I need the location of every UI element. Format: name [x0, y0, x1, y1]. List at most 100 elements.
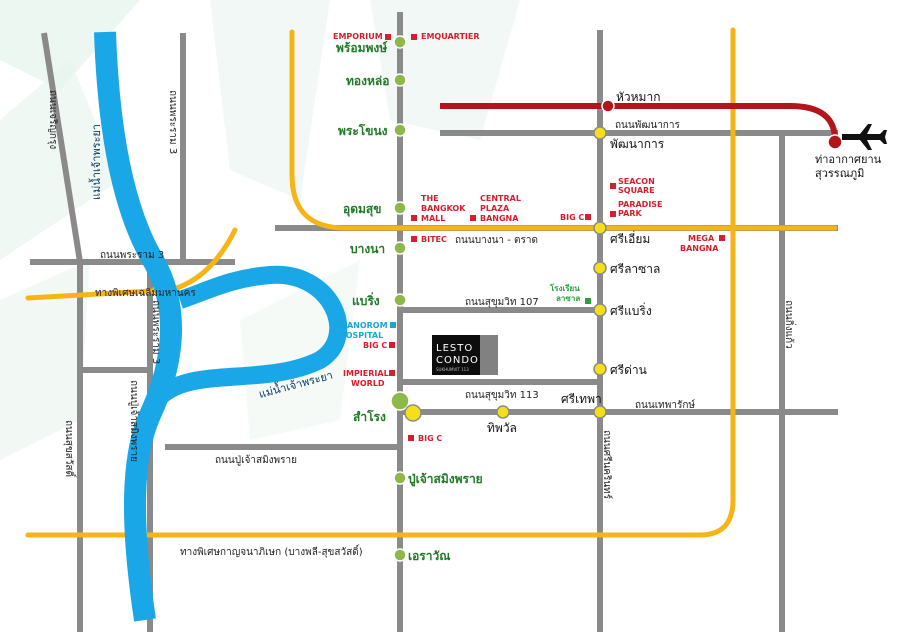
station-si-thepha: ศรีเทพา — [561, 392, 602, 406]
station-dot-si-bearing — [593, 303, 607, 317]
road-label-theparak: ถนนเทพารักษ์ — [635, 399, 695, 411]
station-dot-airport — [827, 134, 843, 150]
station-dot-samrong — [390, 391, 410, 411]
poi-marker-bitec — [411, 236, 417, 242]
poi-paradise-2: PARK — [618, 209, 642, 218]
poi-bigc-2: BIG C — [363, 341, 387, 350]
station-samrong: สำโรง — [353, 409, 386, 424]
airport: ท่าอากาศยาน สุวรรณภูมิ — [815, 124, 887, 180]
airplane-icon — [842, 124, 887, 150]
poi-marker-bigc-3 — [408, 435, 414, 441]
poi-central-2: PLAZA — [480, 204, 510, 213]
station-thipphawan: ทิพวัล — [487, 421, 517, 435]
station-dot-phatthanakan — [593, 126, 607, 140]
station-bearing: แบริ่ง — [352, 292, 380, 308]
station-dot-bang-na — [393, 241, 407, 255]
airport-link-line — [440, 103, 838, 141]
poi-emporium: EMPORIUM — [333, 32, 383, 41]
station-dot-si-thepha — [593, 405, 607, 419]
station-dot-si-la-salle — [593, 261, 607, 275]
road-label-sukhumvit107: ถนนสุขุมวิท 107 — [465, 297, 539, 308]
logo-line2: CONDO — [436, 355, 479, 366]
poi-emquartier: EMQUARTIER — [421, 32, 480, 41]
orange-kanchanaphisek — [25, 27, 736, 538]
poi-imperial-2: WORLD — [351, 379, 385, 388]
road-label-sukhumvit113: ถนนสุขุมวิท 113 — [465, 390, 539, 401]
yellow-stations — [404, 99, 843, 422]
poi-bigc-3: BIG C — [418, 434, 442, 443]
station-dot-erawan — [393, 548, 407, 562]
logo-line1: LESTO — [436, 343, 473, 354]
station-dot-bearing — [393, 293, 407, 307]
poi-marker-bigc-1 — [585, 214, 591, 220]
station-dot-thong-lo — [393, 73, 407, 87]
poi-marker-manorom — [390, 322, 396, 328]
poi-seacon-2: SQUARE — [618, 186, 655, 195]
road-label-poochaosaming-vert: ถนนปู่เจ้าสมิงพราย — [128, 380, 140, 462]
airport-label-1: ท่าอากาศยาน — [815, 153, 882, 166]
poi-school-1: โรงเรียน — [549, 283, 580, 293]
airport-label-2: สุวรรณภูมิ — [815, 167, 864, 180]
station-dot-udom-suk — [393, 201, 407, 215]
poi-imperial-1: IMPIERIAL — [343, 369, 389, 378]
pois: EMPORIUM EMQUARTIER THE BANGKOK MALL CEN… — [333, 32, 725, 443]
road-label-bangna-trat: ถนนบางนา - ตราด — [455, 235, 538, 246]
poi-bangkok-mall-3: MALL — [421, 214, 445, 223]
green-station-labels: พร้อมพงษ์ ทองหล่อ พระโขนง อุดมสุข บางนา … — [336, 41, 483, 563]
station-dot-pu-chao — [393, 471, 407, 485]
river-path-upper — [94, 31, 182, 622]
road-label-rama3-north: ถนนพระราม 3 — [167, 90, 178, 154]
station-dot-phra-khanong — [393, 123, 407, 137]
poi-marker-central — [470, 215, 476, 221]
poi-central-3: BANGNA — [480, 214, 519, 223]
station-hua-mak: หัวหมาก — [616, 90, 660, 104]
poi-marker-seacon — [610, 183, 616, 189]
poi-bigc-1: BIG C — [560, 213, 584, 222]
station-si-iam: ศรีเอี่ยม — [610, 230, 650, 246]
poi-bangkok-mall-1: THE — [421, 194, 439, 203]
station-si-la-salle: ศรีลาซาล — [610, 262, 660, 276]
orange-bangna — [289, 29, 838, 231]
station-dot-samrong-yellow — [404, 404, 422, 422]
station-si-dan: ศรีด่าน — [610, 363, 647, 377]
station-bang-na: บางนา — [350, 242, 385, 256]
station-dot-si-dan — [593, 362, 607, 376]
road-label-rama3-left: ถนนพระราม 3 — [150, 300, 161, 364]
poi-marker-bigc-2 — [389, 342, 395, 348]
road-label-suksawat: ถนนสุขสวัสดิ์ — [63, 420, 77, 479]
poi-marker-mega — [719, 235, 725, 241]
road-label-rama3-west: ถนนพระราม 3 — [100, 250, 164, 261]
station-dot-hua-mak — [601, 99, 615, 113]
poi-mega-2: BANGNA — [680, 244, 719, 253]
poi-mega-1: MEGA — [688, 234, 715, 243]
poi-marker-emquartier — [411, 34, 417, 40]
poi-marker-imperial — [389, 370, 395, 376]
logo-texture — [480, 335, 498, 375]
poi-manorom-2: HOSPITAL — [339, 331, 383, 340]
lesto-condo-logo: LESTO CONDO SUKHUMVIT 113 — [432, 335, 498, 375]
road-label-kingkaew: ถนนกิ่งแก้ว — [783, 300, 797, 349]
poi-bitec: BITEC — [421, 235, 447, 244]
poi-marker-school — [585, 298, 591, 304]
green-stations — [390, 35, 410, 562]
poi-paradise-1: PARADISE — [618, 200, 663, 209]
station-dot-si-iam — [593, 221, 607, 235]
station-phrom-phong: พร้อมพงษ์ — [336, 41, 387, 55]
poi-marker-emporium — [385, 34, 391, 40]
station-udom-suk: อุดมสุข — [343, 202, 381, 217]
poi-central-1: CENTRAL — [480, 194, 521, 203]
poi-bangkok-mall-2: BANGKOK — [421, 204, 466, 213]
poi-manorom-1: MANOROM — [339, 321, 388, 330]
poi-marker-paradise — [610, 211, 616, 217]
poi-seacon-1: SEACON — [618, 177, 655, 186]
poi-marker-bangkok-mall — [411, 215, 417, 221]
station-phatthanakan: พัฒนาการ — [610, 137, 665, 151]
river-label-upper: แม่น้ำเจ้าพระยา — [88, 124, 103, 200]
road-label-srinagarindra: ถนนศรีนครินทร์ — [601, 430, 613, 500]
road-label-phatthanakan: ถนนพัฒนาการ — [615, 120, 680, 131]
station-erawan: เอราวัณ — [408, 549, 450, 563]
poi-school-2: ลาซาล — [556, 294, 580, 303]
road-label-pu-chao: ถนนปู่เจ้าสมิงพราย — [215, 454, 297, 466]
